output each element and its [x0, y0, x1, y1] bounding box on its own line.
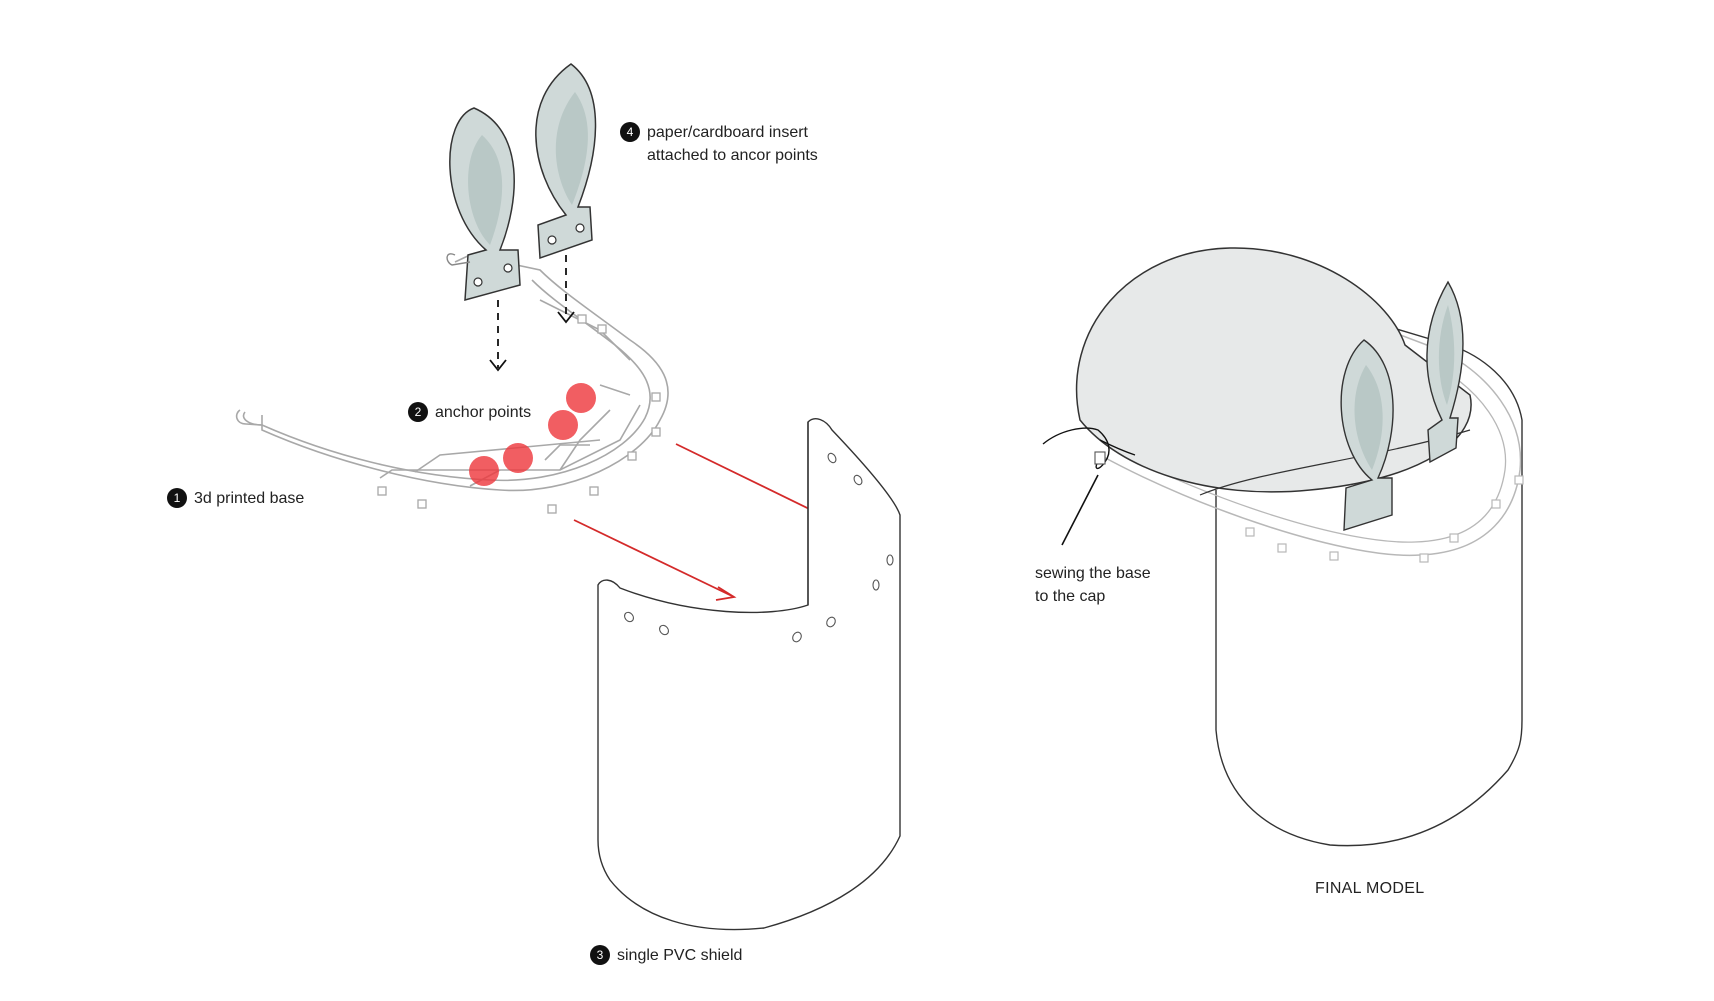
step-2-label: 2 anchor points: [408, 401, 531, 424]
final-model-caption: FINAL MODEL: [1315, 880, 1425, 897]
insert-right: [535, 63, 597, 260]
step-4-line2: attached to ancor points: [647, 147, 818, 164]
sewing-thread: [1042, 427, 1110, 469]
step-4-label: 4 paper/cardboard insert attached to anc…: [620, 121, 818, 167]
step-3-badge: 3: [590, 945, 610, 965]
step-4-badge: 4: [620, 122, 640, 142]
printed-base: [242, 254, 669, 492]
step-2-text: anchor points: [435, 404, 532, 421]
step-1-badge: 1: [167, 488, 187, 508]
assembly-arrows: [573, 443, 839, 601]
step-2-badge: 2: [408, 402, 428, 422]
insert-left: [449, 107, 521, 302]
step-3-label: 3 single PVC shield: [590, 944, 742, 967]
anchor-point: [503, 443, 533, 473]
sewing-thread-loop: [1099, 439, 1136, 456]
base-left-hook: [235, 409, 263, 426]
sewing-note-line1: sewing the base: [1035, 565, 1151, 582]
pvc-shield: [597, 418, 901, 931]
drop-arrows: [489, 255, 575, 372]
step-1-label: 1 3d printed base: [167, 487, 304, 510]
anchor-points: [469, 383, 596, 486]
step-3-text: single PVC shield: [617, 947, 743, 964]
anchor-point: [548, 410, 578, 440]
cap-dome: [1075, 247, 1472, 493]
final-base-rim: [1099, 311, 1522, 557]
base-tabs: [377, 314, 661, 514]
needle: [1061, 474, 1099, 546]
base-top-tab: [446, 253, 471, 266]
step-4-line1: paper/cardboard insert: [647, 124, 808, 141]
anchor-point: [469, 456, 499, 486]
sewing-note: sewing the base to the cap: [1035, 562, 1151, 608]
shield-holes: [624, 452, 894, 643]
anchor-point: [566, 383, 596, 413]
final-model: [1042, 247, 1524, 847]
sewing-note-line2: to the cap: [1035, 588, 1106, 605]
step-1-text: 3d printed base: [194, 490, 305, 507]
